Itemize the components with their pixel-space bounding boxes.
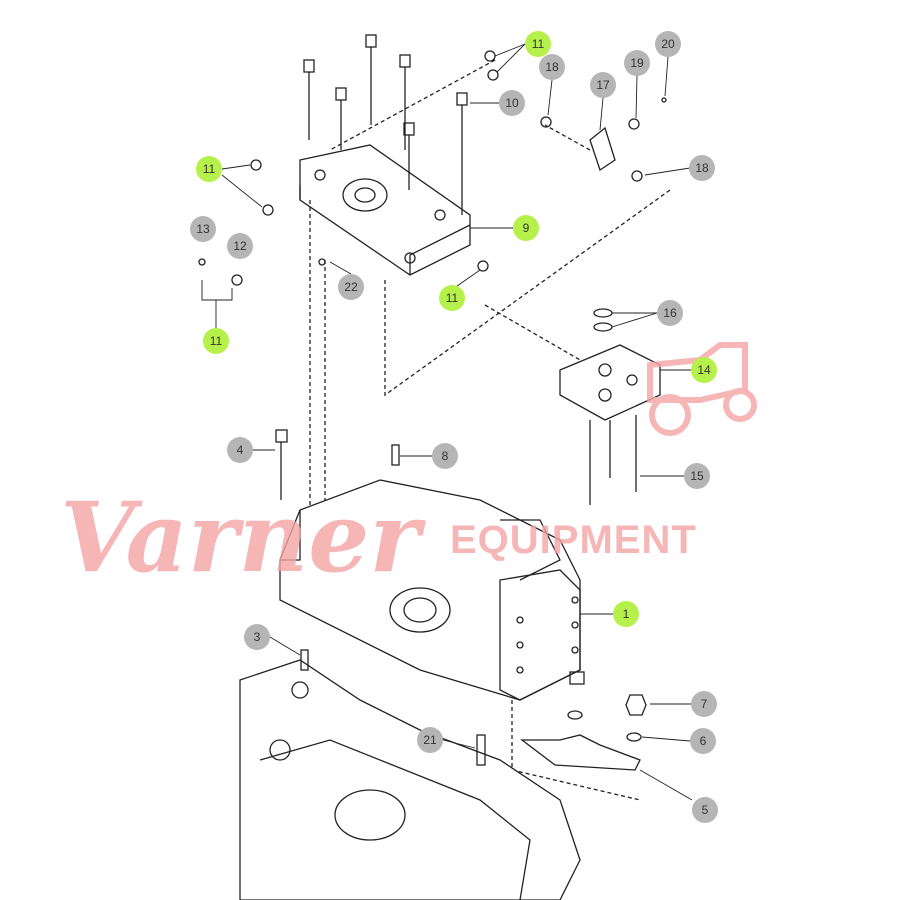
dashed-leaders (309, 59, 671, 801)
lower-casting-part (239, 659, 581, 900)
callout-5: 5 (692, 797, 718, 823)
pins (275, 429, 647, 771)
callout-4: 4 (227, 437, 253, 463)
callout-12: 12 (227, 233, 253, 259)
callout-11: 11 (196, 156, 222, 182)
top-cover-part (299, 144, 471, 276)
callout-7: 7 (691, 691, 717, 717)
fittings (198, 50, 667, 332)
callout-6: 6 (690, 728, 716, 754)
bolts-top (303, 34, 468, 215)
callout-20: 20 (655, 31, 681, 57)
callout-15: 15 (684, 463, 710, 489)
leader-lines (201, 43, 693, 801)
callout-17: 17 (590, 72, 616, 98)
main-housing-part (279, 479, 581, 701)
callout-11: 11 (439, 285, 465, 311)
callout-18: 18 (539, 54, 565, 80)
callout-18: 18 (689, 155, 715, 181)
callout-22: 22 (338, 274, 364, 300)
callout-14: 14 (691, 357, 717, 383)
callout-11: 11 (203, 328, 229, 354)
callout-1: 1 (613, 601, 639, 627)
callout-19: 19 (624, 50, 650, 76)
callout-21: 21 (417, 727, 443, 753)
callout-16: 16 (657, 300, 683, 326)
callout-3: 3 (244, 624, 270, 650)
callout-8: 8 (432, 443, 458, 469)
callout-13: 13 (190, 216, 216, 242)
callout-11: 11 (525, 31, 551, 57)
valve-block-part (559, 344, 661, 505)
callout-10: 10 (499, 90, 525, 116)
callout-9: 9 (513, 215, 539, 241)
